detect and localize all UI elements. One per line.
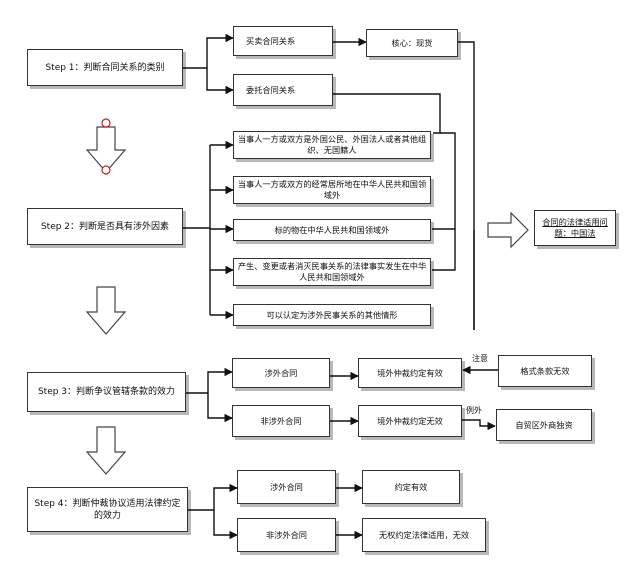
core-spot-label: 核心：现货 [391, 37, 433, 48]
no-right-invalid-label: 无权约定法律适用，无效 [378, 529, 470, 540]
factor-label-1: 当事人一方或双方是外国公民、外国法人或者其他组织、无国籍人 [237, 134, 427, 155]
law-application-result-box: 合同的法律适用问题：中国法 [534, 210, 616, 246]
step3-foreign-contract-box: 涉外合同 [232, 358, 330, 388]
step4-box: Step 4：判断仲裁协议适用法律约定的效力 [27, 487, 188, 532]
offshore-arbitration-valid-box: 境外仲裁约定有效 [358, 358, 462, 388]
step3-title: Step 3：判断争议管辖条款的效力 [37, 387, 176, 397]
offshore-arbitration-valid-label: 境外仲裁约定有效 [377, 367, 443, 378]
factor-box-4: 产生、变更或者消灭民事关系的法律事实发生在中华人民共和国领域外 [233, 258, 431, 286]
step4-non-foreign-contract-label: 非涉外合同 [266, 529, 307, 540]
step3-non-foreign-contract-box: 非涉外合同 [232, 405, 330, 437]
entrust-contract-box: 委托合同关系 [233, 74, 333, 106]
law-application-result-label: 合同的法律适用问题：中国法 [542, 217, 608, 238]
step3-foreign-contract-label: 涉外合同 [264, 367, 298, 378]
factor-label-3: 标的物在中华人民共和国领域外 [274, 224, 390, 235]
agreement-valid-box: 约定有效 [362, 470, 460, 504]
format-clause-invalid-label: 格式条款无效 [520, 365, 570, 376]
step4-foreign-contract-box: 涉外合同 [237, 470, 336, 504]
factor-label-4: 产生、变更或者消灭民事关系的法律事实发生在中华人民共和国领域外 [237, 261, 427, 282]
buy-sell-contract-label: 买卖合同关系 [246, 35, 296, 46]
factor-box-2: 当事人一方或双方的经常居所地在中华人民共和国领域外 [233, 176, 431, 204]
format-clause-invalid-box: 格式条款无效 [498, 355, 592, 387]
ftz-foreign-owned-label: 自贸区外商独资 [515, 419, 573, 430]
note-label: 注意 [472, 354, 488, 363]
step4-non-foreign-contract-box: 非涉外合同 [237, 518, 336, 552]
step3-box: Step 3：判断争议管辖条款的效力 [27, 372, 186, 412]
factor-box-5: 可以认定为涉外民事关系的其他情形 [233, 304, 431, 326]
buy-sell-contract-box: 买卖合同关系 [233, 26, 333, 56]
ftz-foreign-owned-box: 自贸区外商独资 [496, 409, 592, 441]
offshore-arbitration-invalid-label: 境外仲裁约定无效 [377, 415, 443, 426]
step4-foreign-contract-label: 涉外合同 [270, 481, 303, 492]
factor-box-3: 标的物在中华人民共和国领域外 [233, 219, 431, 241]
factor-label-5: 可以认定为涉外民事关系的其他情形 [266, 309, 398, 320]
offshore-arbitration-invalid-box: 境外仲裁约定无效 [358, 405, 462, 437]
core-spot-box: 核心：现货 [366, 29, 458, 57]
factor-label-2: 当事人一方或双方的经常居所地在中华人民共和国领域外 [237, 179, 427, 200]
exception-label: 例外 [466, 406, 482, 415]
entrust-contract-label: 委托合同关系 [246, 84, 296, 95]
agreement-valid-label: 约定有效 [394, 481, 428, 492]
step4-title: Step 4：判断仲裁协议适用法律约定的效力 [34, 498, 181, 521]
step2-title: Step 2：判断是否具有涉外因素 [40, 221, 170, 232]
factor-box-1: 当事人一方或双方是外国公民、外国法人或者其他组织、无国籍人 [233, 131, 431, 159]
step2-box: Step 2：判断是否具有涉外因素 [27, 208, 183, 245]
step1-title: Step 1：判断合同关系的类别 [45, 62, 165, 73]
no-right-invalid-box: 无权约定法律适用，无效 [362, 518, 486, 552]
step1-box: Step 1：判断合同关系的类别 [27, 49, 183, 86]
step3-non-foreign-contract-label: 非涉外合同 [260, 415, 302, 426]
